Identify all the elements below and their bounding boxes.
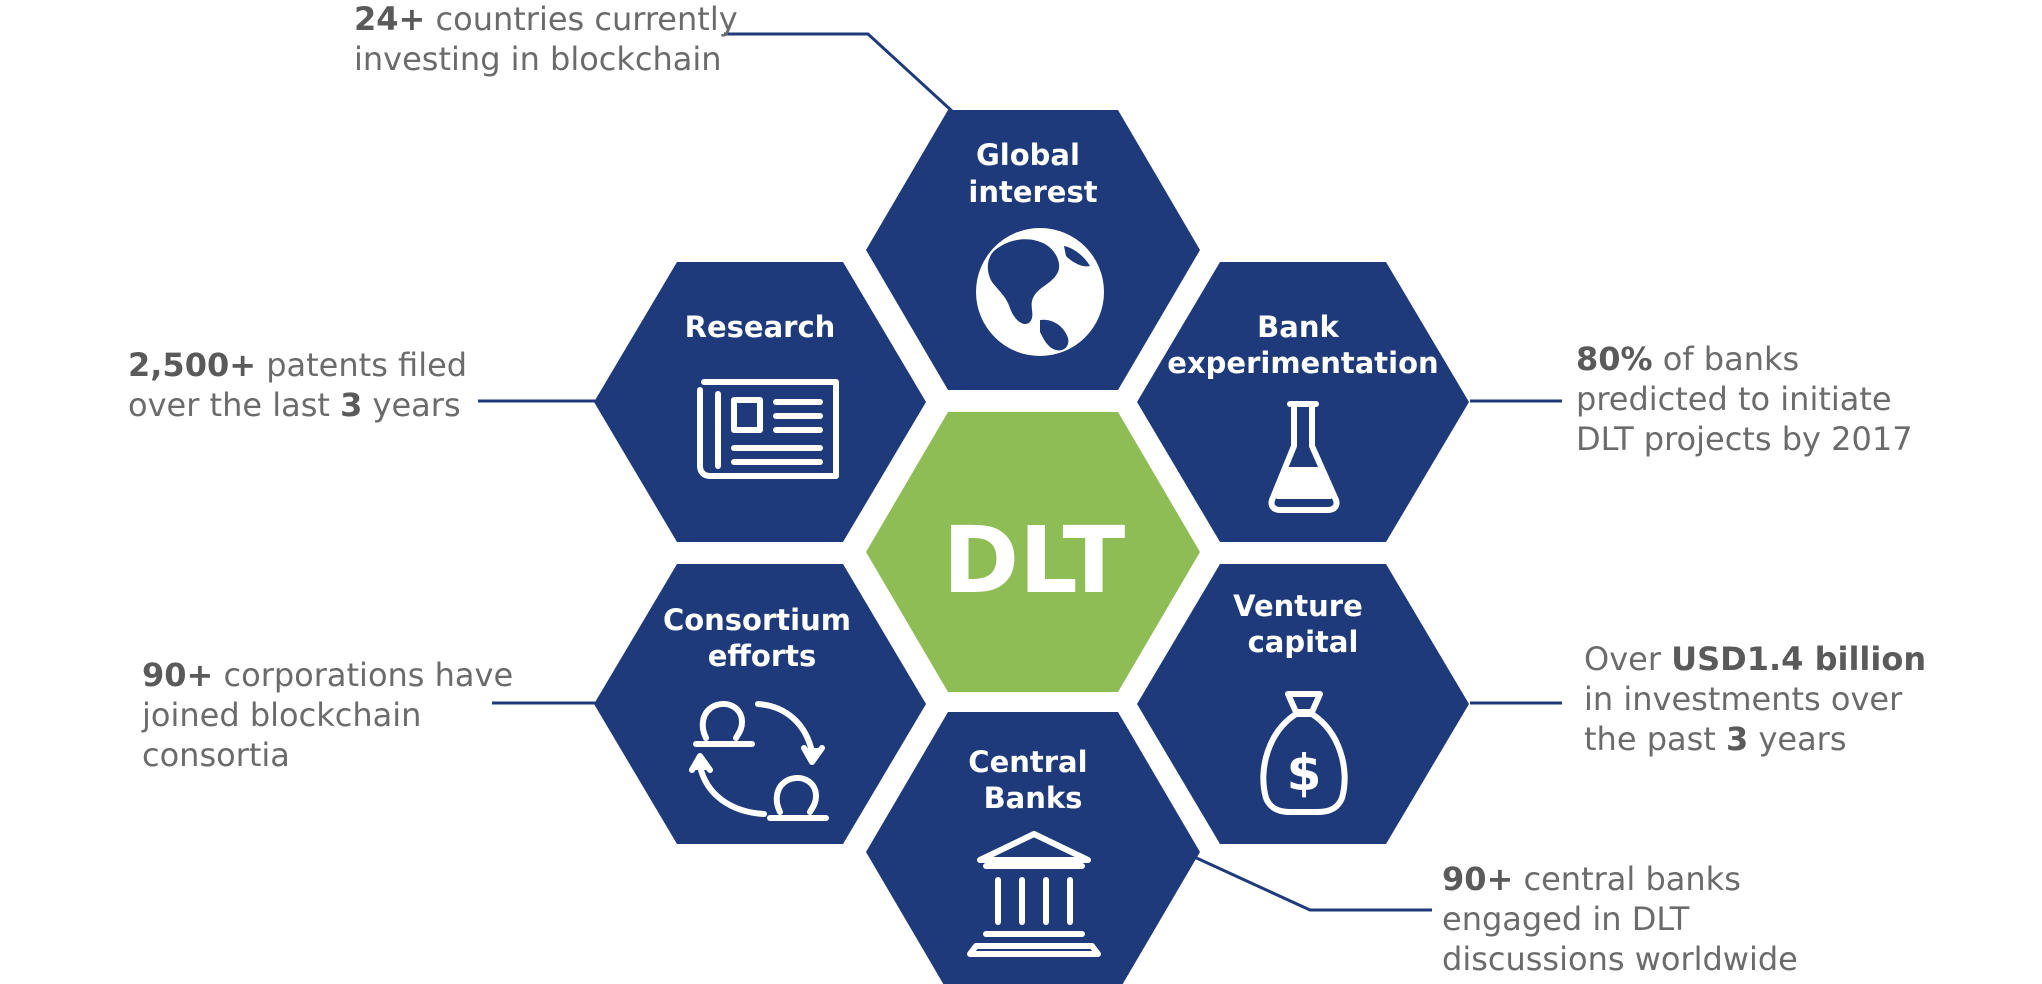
svg-text:Research: Research (685, 310, 836, 344)
callout-text: Over (1584, 640, 1671, 678)
connector-central (1189, 853, 1432, 912)
hex-title-line: Banks (984, 781, 1083, 815)
callout-text: discussions worldwide (1442, 940, 1798, 978)
callout-venture: Over USD1.4 billion in investments over … (1584, 640, 1926, 758)
hex-title-line: capital (1248, 625, 1359, 659)
hex-research: Research (594, 262, 926, 542)
hex-global-interest: Global interest (866, 110, 1200, 390)
callout-bold: USD1.4 billion (1671, 640, 1926, 678)
callout-bank: 80% of banks predicted to initiate DLT p… (1576, 340, 1913, 458)
hex-bank-experimentation: Bank experimentation (1137, 262, 1469, 542)
callout-text: the past (1584, 720, 1726, 758)
svg-text:Global interest: Global interest (968, 138, 1097, 209)
svg-text:80% of banks: 80% of banks (1576, 340, 1799, 378)
center-label: DLT (943, 507, 1126, 614)
callout-bold: 90+ (1442, 860, 1513, 898)
callout-text: countries currently (425, 0, 737, 38)
connector-global (724, 32, 955, 114)
hex-shape (866, 412, 1200, 692)
hex-shape (866, 712, 1200, 984)
callout-text: over the last (128, 386, 340, 424)
hex-title-line: Central (968, 745, 1087, 779)
callout-bold: 3 (340, 386, 362, 424)
globe-icon (976, 228, 1104, 356)
svg-text:Venture capital: Venture capital (1233, 589, 1373, 659)
newspaper-icon (697, 379, 839, 479)
svg-text:Bank experimentation: Bank experimentation (1167, 310, 1438, 380)
callout-text: years (1748, 720, 1846, 758)
svg-text:2,500+ patents filed: 2,500+ patents filed (128, 346, 467, 384)
dollar-sign-glyph: $ (1287, 744, 1322, 802)
hex-title-line: interest (968, 175, 1097, 209)
callout-global: 24+ countries currently investing in blo… (354, 0, 738, 78)
callout-bold: 3 (1726, 720, 1748, 758)
hex-title-line: Consortium (663, 603, 851, 637)
hex-title-line: efforts (708, 639, 817, 673)
callout-text: patents filed (256, 346, 467, 384)
hex-title-line: Global (976, 138, 1080, 172)
callout-bold: 2,500+ (128, 346, 256, 384)
connector-lines (478, 32, 1562, 912)
svg-text:Over USD1.4 billion: Over USD1.4 billion (1584, 640, 1926, 678)
callout-consortium: 90+ corporations have joined blockchain … (141, 656, 513, 774)
hex-title-line: Research (685, 310, 836, 344)
callout-text: DLT projects by 2017 (1576, 420, 1913, 458)
svg-text:24+ countries currently: 24+ countries currently (354, 0, 738, 38)
svg-text:Consortium efforts: Consortium efforts (663, 603, 861, 673)
callout-bold: 80% (1576, 340, 1653, 378)
hex-shape (1137, 564, 1469, 844)
callout-text: investing in blockchain (354, 40, 722, 78)
bank-building-icon (967, 831, 1101, 957)
callout-bold: 24+ (354, 0, 425, 38)
people-cycle-icon (689, 701, 829, 821)
callout-text: engaged in DLT (1442, 900, 1690, 938)
hex-dlt-center: DLT (866, 412, 1200, 692)
svg-text:90+ central banks: 90+ central banks (1442, 860, 1741, 898)
hex-consortium-efforts: Consortium efforts (594, 564, 926, 844)
callout-text: consortia (142, 736, 290, 774)
svg-text:the past 3 years: the past 3 years (1584, 720, 1847, 758)
callout-central: 90+ central banks engaged in DLT discuss… (1442, 860, 1798, 978)
money-bag-icon: $ (1260, 691, 1348, 815)
callout-text: central banks (1513, 860, 1741, 898)
svg-text:Central Banks: Central Banks (968, 745, 1097, 815)
callout-text: predicted to initiate (1576, 380, 1892, 418)
callout-text: years (362, 386, 460, 424)
callout-text: of banks (1653, 340, 1800, 378)
callout-text: corporations have (213, 656, 513, 694)
svg-text:over the last 3 years: over the last 3 years (128, 386, 461, 424)
hex-central-banks: Central Banks (866, 712, 1200, 984)
callout-bold: 90+ (142, 656, 213, 694)
callout-text: in investments over (1584, 680, 1903, 718)
hex-venture-capital: Venture capital $ (1137, 564, 1469, 844)
svg-text:90+ corporations have: 90+ corporations have (142, 656, 513, 694)
hex-title-line: experimentation (1167, 346, 1438, 380)
callout-research: 2,500+ patents filed over the last 3 yea… (128, 346, 467, 424)
hex-title-line: Venture (1233, 589, 1363, 623)
callout-text: joined blockchain (141, 696, 421, 734)
hex-title-line: Bank (1257, 310, 1339, 344)
flask-icon (1268, 401, 1340, 513)
